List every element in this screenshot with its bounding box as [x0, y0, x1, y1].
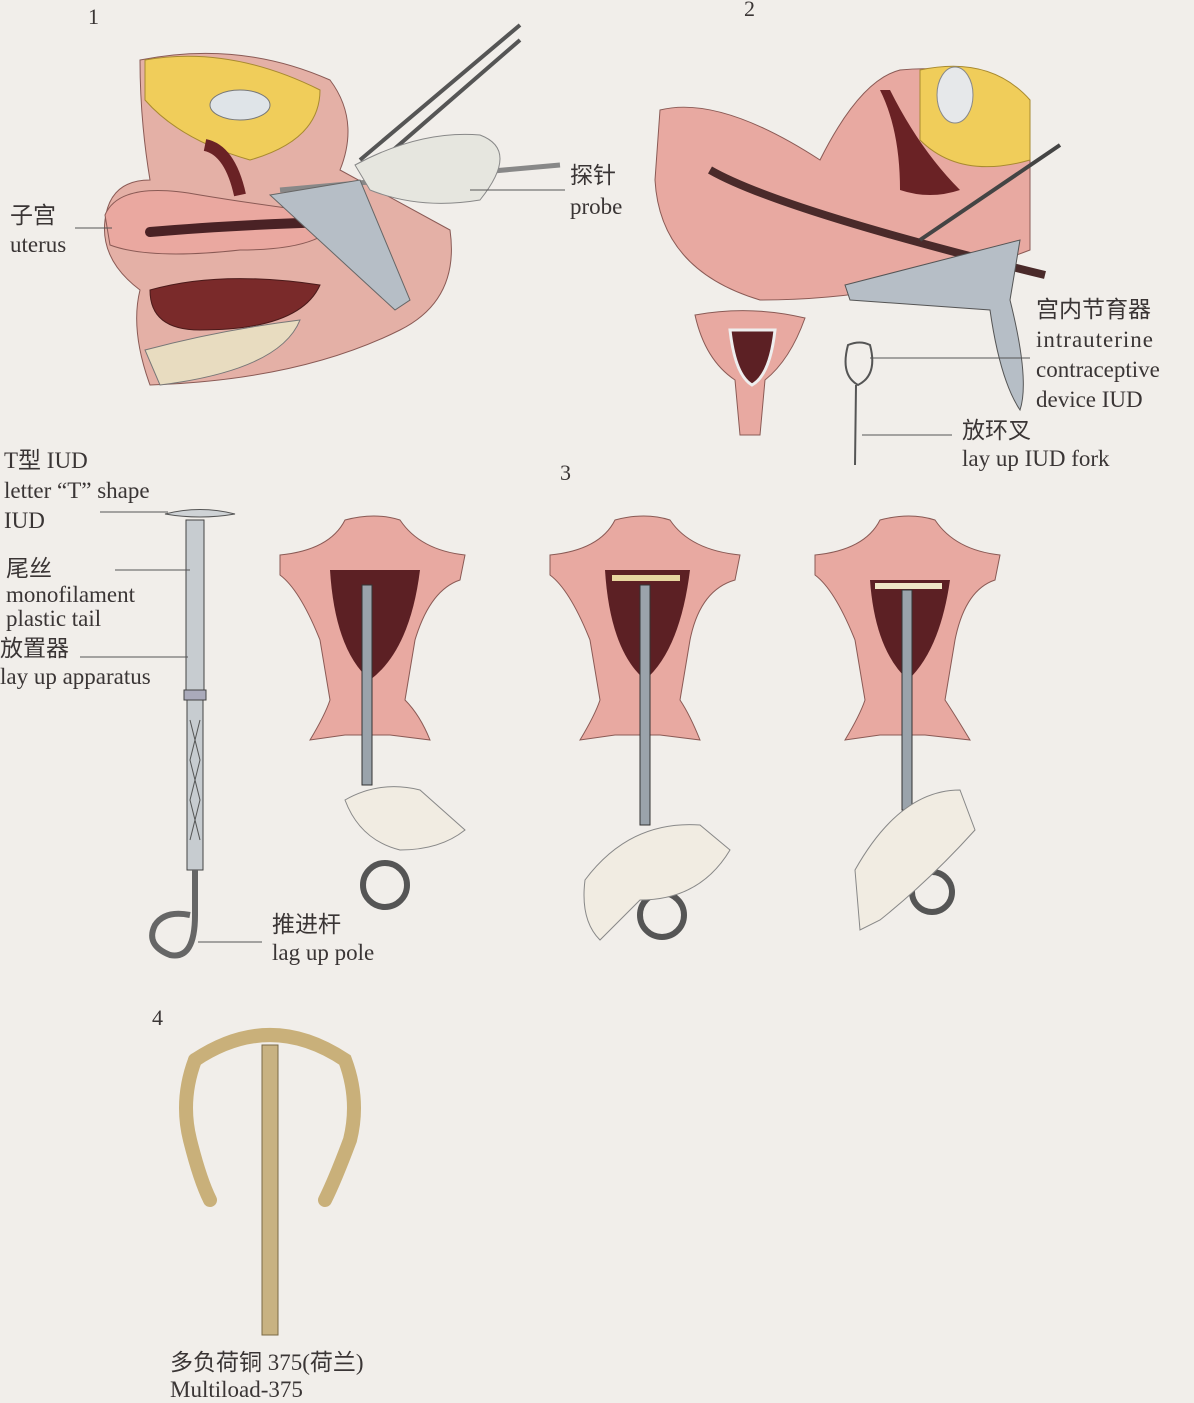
iud-label-zh: 宫内节育器 [1036, 297, 1151, 322]
tail-label-zh: 尾丝 [6, 556, 52, 581]
t-iud-label-en-1: letter “T” shape [4, 478, 150, 503]
iud-label-en-3: device IUD [1036, 387, 1143, 412]
panel-number: 4 [152, 1005, 163, 1030]
sagittal-section-illustration [103, 23, 561, 386]
iud-insertion-section-illustration [654, 65, 1062, 466]
uterus-insertion-step-2 [549, 515, 741, 941]
iud-label-en-1: intrauterine [1036, 327, 1155, 352]
uterus-insertion-step-3 [814, 515, 1001, 931]
t-iud-applicator-illustration [149, 509, 236, 959]
fork-label-zh: 放环叉 [962, 418, 1031, 443]
apparatus-label-en: lay up apparatus [0, 664, 151, 689]
t-iud-label-zh: T型 IUD [4, 448, 88, 473]
multiload-label-en: Multiload-375 [170, 1377, 303, 1402]
probe-label-en: probe [570, 194, 623, 219]
tail-label-en-1: monofilament [6, 582, 136, 607]
iud-label-en-2: contraceptive [1036, 357, 1160, 382]
uterus-label-zh: 子宫 [10, 203, 56, 228]
pole-label-zh: 推进杆 [272, 912, 341, 937]
uterus-insertion-step-1 [279, 515, 466, 910]
multiload-375-illustration [179, 1028, 361, 1336]
pole-label-en: lag up pole [272, 940, 375, 965]
probe-label-zh: 探针 [570, 163, 616, 188]
t-iud-label-en-2: IUD [4, 508, 45, 533]
uterus-label-en: uterus [10, 232, 67, 257]
multiload-label-zh: 多负荷铜 375(荷兰) [170, 1350, 364, 1375]
panel-number: 2 [744, 0, 755, 21]
tail-label-en-2: plastic tail [6, 606, 102, 631]
panel-number: 3 [560, 460, 571, 485]
panel-number: 1 [88, 4, 99, 29]
fork-label-en: lay up IUD fork [962, 446, 1110, 471]
apparatus-label-zh: 放置器 [0, 636, 69, 661]
